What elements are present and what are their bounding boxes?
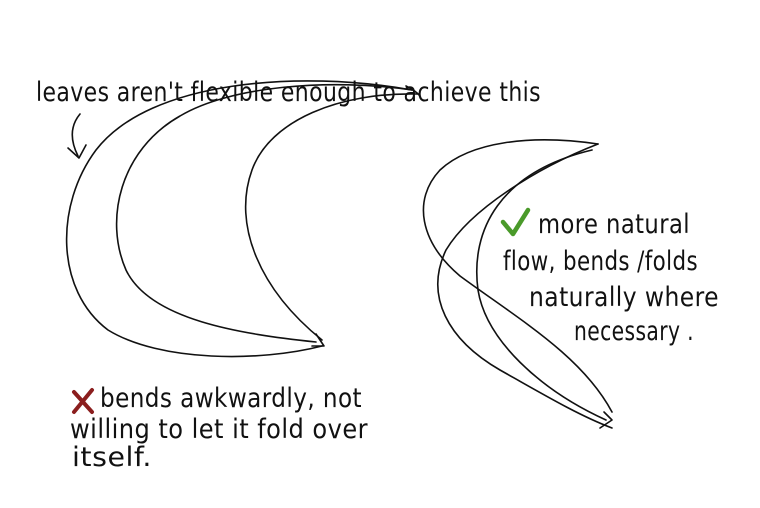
middle-crescent <box>244 93 419 341</box>
flexible-leaf-drawing <box>422 139 613 429</box>
flow-line-a <box>422 139 613 413</box>
good-note-line-4: necessary . <box>574 316 694 347</box>
flow-tip <box>599 411 613 429</box>
bad-note-line-1: bends awkwardly, not <box>100 383 362 414</box>
flow-line-c <box>476 149 607 421</box>
bad-note-line-3: itself. <box>72 442 152 473</box>
checkmark-icon <box>500 207 531 237</box>
good-note-line-1: more natural <box>538 209 690 240</box>
bad-note-line-2: willing to let it fold over <box>70 414 368 445</box>
outer-crescent-top <box>115 83 413 343</box>
good-note-line-2: flow, bends /folds <box>503 246 698 277</box>
arrow-icon <box>67 113 87 159</box>
tip-join <box>311 333 325 347</box>
top-note: leaves aren't flexible enough to achieve… <box>36 77 541 108</box>
good-note-line-3: naturally where <box>529 282 719 313</box>
cross-icon <box>72 388 94 414</box>
stiff-leaf-drawing <box>65 80 421 358</box>
outer-crescent <box>65 80 413 358</box>
